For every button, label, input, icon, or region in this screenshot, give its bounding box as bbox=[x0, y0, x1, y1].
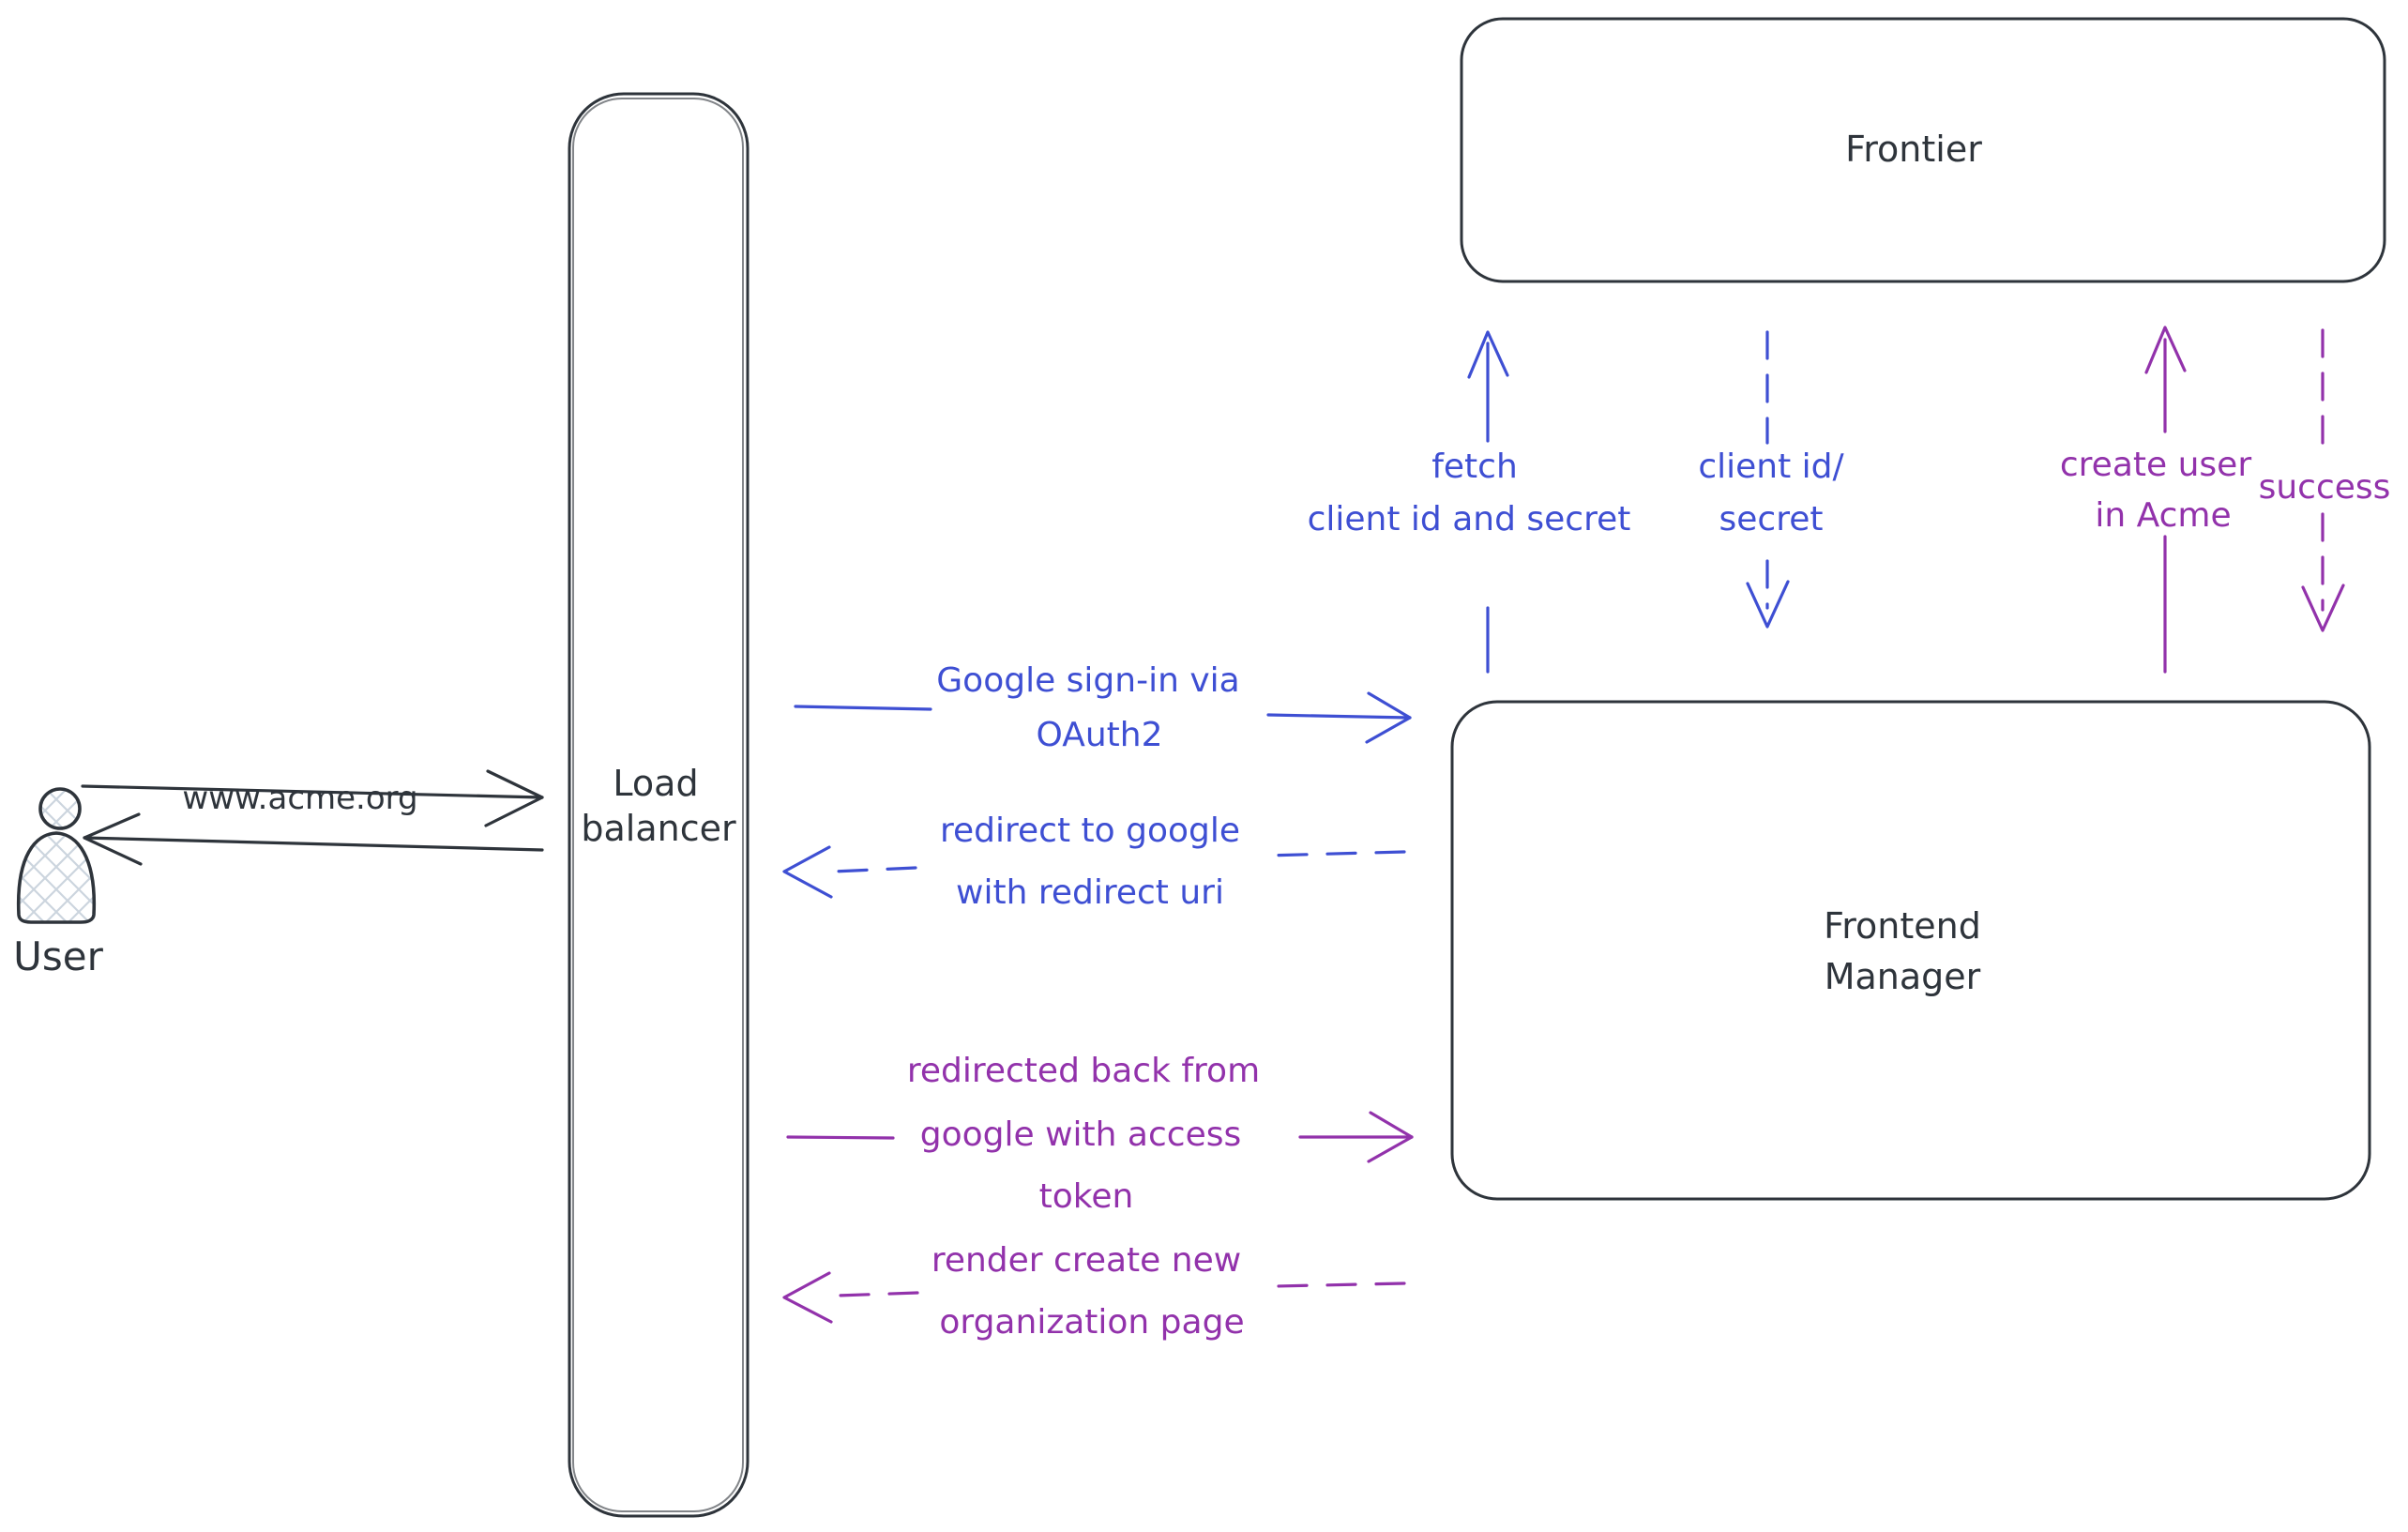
edge-google-signin-label-line2: OAuth2 bbox=[1037, 716, 1163, 754]
frontend-manager-label-line2: Manager bbox=[1825, 956, 1981, 997]
edge-redirect-to-google-label-line2: with redirect uri bbox=[956, 873, 1224, 912]
edge-render-org-page-label-line1: render create new bbox=[931, 1241, 1241, 1280]
user-head-icon bbox=[38, 787, 82, 830]
edge-google-signin: Google sign-in via OAuth2 bbox=[794, 661, 1412, 754]
edge-google-signin-label-line1: Google sign-in via bbox=[936, 661, 1239, 700]
edge-success-label: success bbox=[2259, 468, 2391, 507]
edge-redirected-back: redirected back from google with access … bbox=[786, 1052, 1414, 1216]
load-balancer-label-line1: Load bbox=[613, 763, 698, 804]
edge-render-org-page: render create new organization page bbox=[782, 1241, 1406, 1342]
edge-create-user: create user in Acme bbox=[2060, 326, 2251, 674]
node-load-balancer: Load balancer bbox=[568, 92, 750, 1518]
edge-redirect-to-google-label-line1: redirect to google bbox=[940, 812, 1240, 850]
edge-redirect-to-google: redirect to google with redirect uri bbox=[782, 812, 1406, 912]
edge-client-id-secret: client id/ secret bbox=[1698, 330, 1845, 629]
edge-create-user-label-line2: in Acme bbox=[2095, 496, 2231, 535]
load-balancer-label-line2: balancer bbox=[581, 808, 736, 849]
frontier-label: Frontier bbox=[1845, 129, 1982, 170]
edge-client-id-secret-label-line1: client id/ bbox=[1698, 447, 1844, 486]
edge-www-acme: www.acme.org bbox=[81, 769, 544, 827]
edge-fetch-client-creds: fetch client id and secret bbox=[1308, 330, 1631, 674]
node-user: User bbox=[13, 787, 104, 979]
edge-return-to-user bbox=[83, 812, 544, 866]
node-frontend-manager: Frontend Manager bbox=[1450, 700, 2371, 1201]
edge-client-id-secret-label-line2: secret bbox=[1719, 500, 1824, 538]
user-body-icon bbox=[16, 831, 97, 924]
edge-create-user-label-line1: create user bbox=[2060, 446, 2251, 484]
edge-redirected-back-label-line3: token bbox=[1039, 1177, 1134, 1216]
edge-render-org-page-label-line2: organization page bbox=[939, 1303, 1244, 1342]
edge-fetch-label-line1: fetch bbox=[1431, 447, 1518, 486]
frontend-manager-label-line1: Frontend bbox=[1824, 905, 1981, 947]
edge-redirected-back-label-line2: google with access bbox=[920, 1115, 1241, 1154]
edge-fetch-label-line2: client id and secret bbox=[1308, 500, 1631, 538]
node-frontier: Frontier bbox=[1460, 17, 2386, 283]
edge-redirected-back-label-line1: redirected back from bbox=[907, 1052, 1260, 1090]
edge-www-acme-label: www.acme.org bbox=[182, 780, 417, 817]
user-label: User bbox=[13, 933, 103, 979]
edge-success: success bbox=[2259, 328, 2391, 632]
